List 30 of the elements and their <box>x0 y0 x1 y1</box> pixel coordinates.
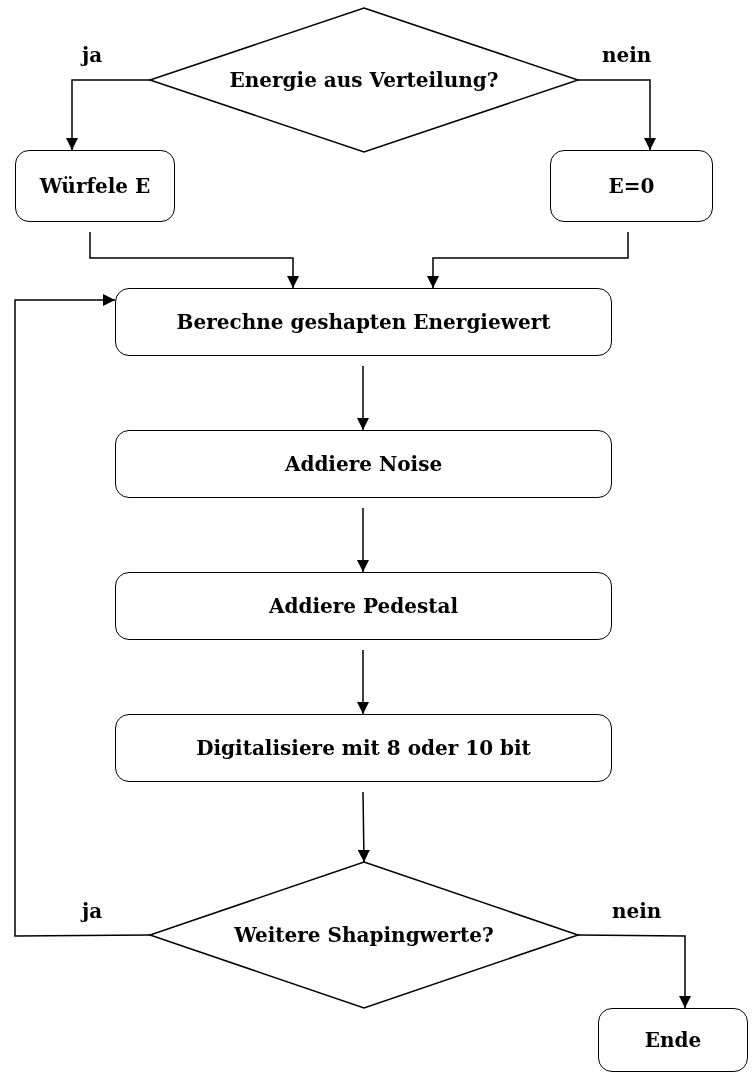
arrow <box>357 791 370 863</box>
node-label: Würfele E <box>39 174 151 198</box>
node-label: Ende <box>644 1028 702 1052</box>
node-label: Energie aus Verteilung? <box>229 68 499 92</box>
node-label: Addiere Pedestal <box>269 594 458 618</box>
process-box <box>598 1008 748 1072</box>
arrow <box>357 365 369 431</box>
node-label: Weitere Shapingwerte? <box>234 923 494 947</box>
node-label: Berechne geshapten Energiewert <box>176 310 551 334</box>
arrow <box>427 231 629 289</box>
process-box <box>115 572 612 640</box>
arrow <box>89 231 299 289</box>
process-box <box>15 150 175 222</box>
edge-label: ja <box>80 44 105 66</box>
node-label: E=0 <box>608 174 655 198</box>
arrow <box>577 79 656 151</box>
arrow <box>577 934 691 1009</box>
edge-label: ja <box>80 900 105 922</box>
arrow <box>357 507 369 573</box>
arrow <box>357 649 369 715</box>
arrow <box>66 79 151 151</box>
process-box <box>115 430 612 498</box>
process-box <box>550 150 713 222</box>
process-box <box>115 714 612 782</box>
arrow <box>14 294 151 937</box>
decision-diamond <box>150 8 578 152</box>
decision-diamond <box>150 862 578 1008</box>
process-box <box>115 288 612 356</box>
node-label: Addiere Noise <box>284 452 443 476</box>
node-label: Digitalisiere mit 8 oder 10 bit <box>196 736 531 760</box>
